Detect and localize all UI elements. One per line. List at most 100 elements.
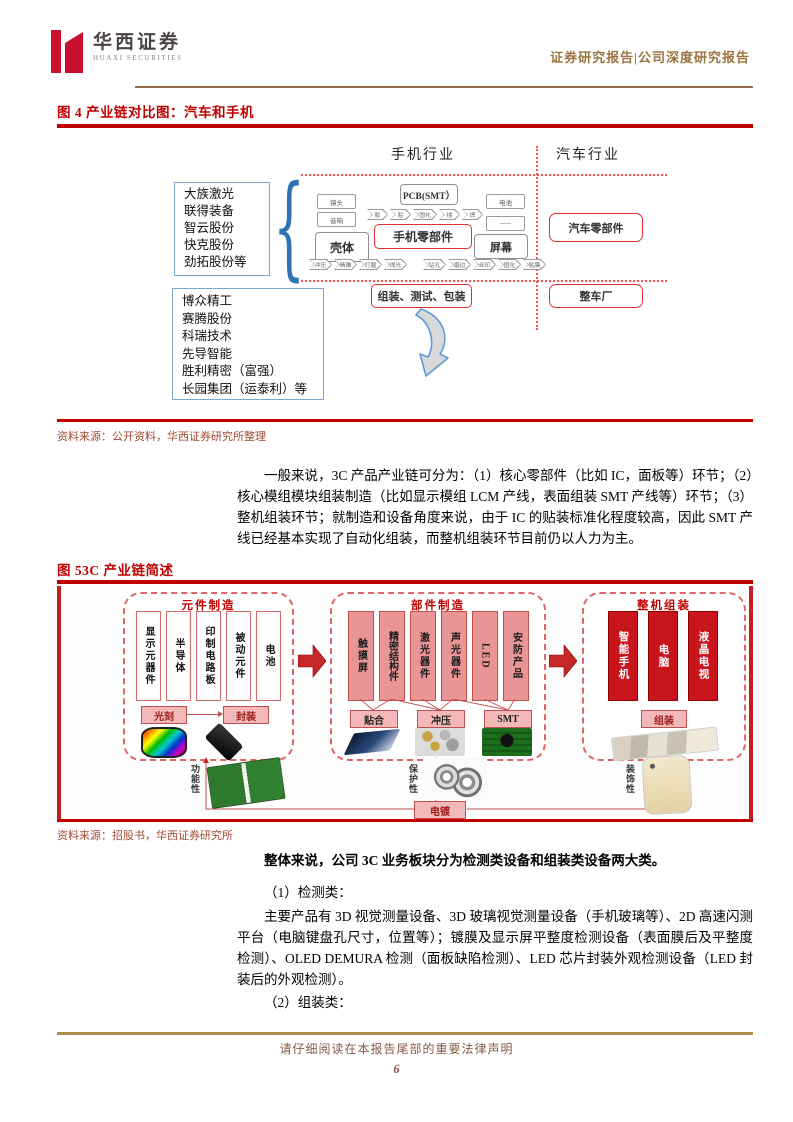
company-line: 劲拓股份等 [184, 255, 247, 269]
product-box: 液晶电视 [688, 611, 718, 701]
component-box: 显示元器件 [136, 611, 161, 701]
gold-phone-photo [641, 754, 693, 816]
dots-box: ----- [486, 216, 525, 231]
pcb-smt-box: PCB(SMT） [400, 184, 458, 205]
component-box: 电池 [256, 611, 281, 701]
section-title: 整机组装 [637, 600, 691, 612]
dotted-line-top [301, 174, 667, 176]
screen-film-photo [343, 728, 401, 756]
part-box: 声光器件 [441, 611, 467, 701]
shell-process-chevrons: 冲压 精雕 打磨 抛光 [309, 259, 407, 270]
process-box: 光刻 [141, 706, 187, 724]
chevron-step: 焊 [462, 209, 483, 220]
equipment-companies-box: 大族激光 联得装备 智云股份 快克股份 劲拓股份等 [174, 182, 270, 276]
process-box: SMT [484, 710, 532, 728]
figure4-bottom-rule [57, 419, 753, 422]
chevron-step: 插 [439, 209, 460, 220]
component-mfg-section: 元件制造 显示元器件 半导体 印制电路板 被动元件 电池 光刻 封装 [123, 592, 294, 762]
company-line: 联得装备 [184, 204, 235, 218]
shell-box: 壳体 [315, 232, 369, 262]
brand-name-cn: 华西证券 [93, 32, 182, 53]
plating-box: 电镀 [414, 801, 466, 819]
chevron-step: 精雕 [334, 259, 357, 270]
process-box: 贴合 [350, 710, 398, 728]
component-box: 印制电路板 [196, 611, 221, 701]
oem-box: 整车厂 [549, 284, 643, 308]
chevron-step: 丝印 [473, 259, 496, 270]
functional-label: 功能性 [190, 764, 200, 794]
chevron-step: 冲压 [309, 259, 332, 270]
wafer-photo [141, 727, 187, 758]
footer-legal-notice: 请仔细阅读在本报告尾部的重要法律声明 [279, 1042, 514, 1056]
phone-industry-header: 手机行业 [391, 148, 455, 163]
body-item-2: （2）组装类： [264, 995, 352, 1010]
curved-arrow-icon [415, 308, 449, 377]
assembly-section: 整机组装 智能手机 电脑 液晶电视 组装 [582, 592, 746, 762]
figure4-title: 图 4 产业链对比图：汽车和手机 [57, 105, 254, 120]
company-line: 先导智能 [182, 346, 233, 361]
screen-box: 屏幕 [474, 234, 528, 259]
part-box: 精密结构件 [379, 611, 405, 701]
red-arrow-icon [549, 644, 577, 678]
component-box: 半导体 [166, 611, 191, 701]
brace-icon: { [273, 162, 306, 292]
assembly-companies-box: 博众精工 赛腾股份 科瑞技术 先导智能 胜利精密（富强） 长园集团（运泰利）等 [172, 288, 324, 400]
process-box: 冲压 [417, 710, 465, 728]
chip-photo [204, 722, 244, 762]
auto-industry-header: 汽车行业 [556, 148, 620, 163]
bearings-photo [425, 758, 487, 800]
parts-mfg-section: 部件制造 触摸屏 精密结构件 激光器件 声光器件 LED 安防产品 贴合 冲压 … [330, 592, 546, 761]
screen-process-chevrons: 钻孔 磨边 丝印 固化 贴膜 [423, 259, 546, 270]
chevron-step: 贴膜 [523, 259, 546, 270]
figure5-title: 图 53C 产业链简述 [57, 563, 174, 578]
section-title: 元件制造 [181, 600, 236, 612]
chevron-step: 胶 [367, 209, 388, 220]
part-box: 触摸屏 [348, 611, 374, 701]
figure4-top-rule [57, 124, 753, 128]
decorative-label: 装饰性 [625, 764, 635, 794]
figure4-diagram: 手机行业 汽车行业 大族激光 联得装备 智云股份 快克股份 劲拓股份等 { 镜头… [57, 132, 753, 416]
dotted-line-bottom [301, 280, 667, 282]
page-number: 6 [393, 1062, 400, 1076]
process-connector-lines [359, 699, 516, 710]
figure5-diagram: 元件制造 显示元器件 半导体 印制电路板 被动元件 电池 光刻 封装 部件制造 … [57, 586, 753, 819]
process-box: 组装 [641, 710, 687, 728]
arrow-icon [187, 710, 223, 719]
speaker-box: 音响 [317, 212, 356, 227]
phone-parts-box: 手机零部件 [374, 224, 472, 249]
body-bold-paragraph: 整体来说，公司 3C 业务板块分为检测类设备和组装类设备两大类。 [264, 853, 666, 868]
company-line: 胜利精密（富强） [182, 364, 283, 378]
figure5-top-rule [57, 580, 753, 584]
huaxi-logo-icon [51, 30, 83, 73]
lens-box: 镜头 [317, 194, 356, 209]
chevron-step: 打磨 [359, 259, 382, 270]
stamping-parts-photo [415, 728, 465, 756]
part-box: 安防产品 [503, 611, 529, 701]
figure5-bottom-rule [57, 819, 753, 822]
figure5-source: 资料来源：招股书，华西证券研究所 [57, 830, 233, 842]
company-line: 大族激光 [184, 187, 235, 201]
body-paragraph-1: 一般来说，3C 产品产业链可分为：（1）核心零部件（比如 IC，面板等）环节；（… [237, 468, 753, 546]
component-box: 被动元件 [226, 611, 251, 701]
company-line: 博众精工 [182, 294, 233, 308]
header-divider [135, 86, 753, 88]
dotted-divider [536, 146, 538, 330]
camera-dot [649, 763, 656, 769]
brand-name-en: HUAXI SECURITIES [93, 54, 183, 62]
header-brand: 华西证券 HUAXI SECURITIES [48, 27, 348, 77]
process-box: 封装 [223, 706, 269, 724]
company-line: 快克股份 [184, 238, 235, 252]
assembly-test-pack-box: 组装、测试、包装 [371, 284, 472, 308]
company-line: 科瑞技术 [182, 329, 233, 343]
chevron-step: 钻孔 [423, 259, 446, 270]
company-line: 长园集团（运泰利）等 [182, 381, 308, 396]
company-line: 智云股份 [184, 221, 235, 235]
section-title: 部件制造 [411, 600, 465, 612]
part-box: LED [472, 611, 498, 701]
smt-pcb-photo [482, 728, 532, 756]
body-item-1: （1）检测类： [264, 885, 352, 900]
chevron-step: 抛光 [384, 259, 407, 270]
protective-label: 保护性 [408, 764, 418, 794]
part-box: 激光器件 [410, 611, 436, 701]
